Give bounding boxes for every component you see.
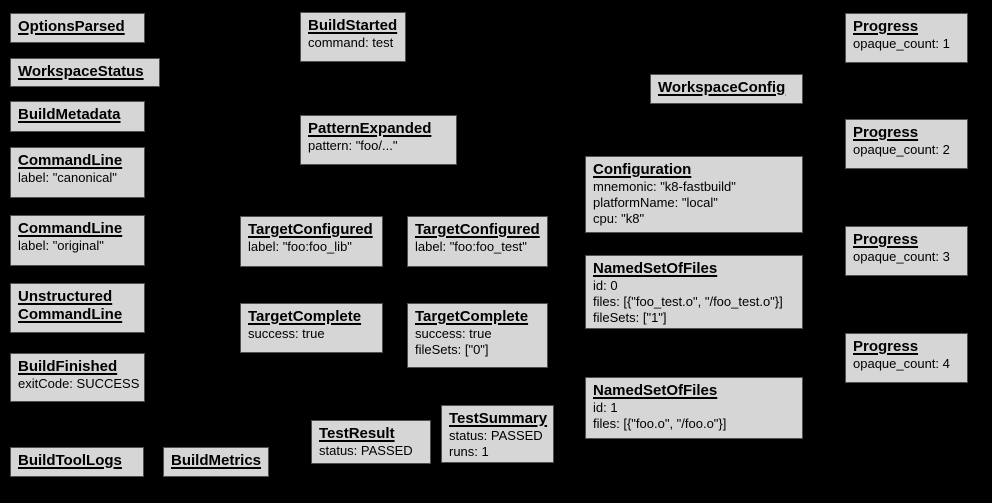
event-field: files: [{"foo_test.o", "/foo_test.o"}] [593, 294, 783, 309]
event-field: id: 0 [593, 278, 618, 293]
event-title: TestResult [319, 425, 395, 442]
event-title: TargetConfigured [248, 221, 373, 238]
event-field: success: true [248, 326, 325, 341]
event-title: BuildToolLogs [18, 452, 122, 469]
event-field: fileSets: ["1"] [593, 310, 667, 325]
event-field: success: true [415, 326, 492, 341]
event-field: mnemonic: "k8-fastbuild" [593, 179, 736, 194]
event-field: runs: 1 [449, 444, 489, 459]
event-field: platformName: "local" [593, 195, 718, 210]
event-field: label: "original" [18, 238, 104, 253]
event-build-metadata: BuildMetadata [10, 101, 145, 132]
event-workspace-config: WorkspaceConfig [650, 74, 803, 104]
event-field: opaque_count: 4 [853, 356, 950, 371]
event-title: CommandLine [18, 220, 123, 237]
event-title: BuildMetadata [18, 106, 121, 123]
event-field: fileSets: ["0"] [415, 342, 489, 357]
event-title: BuildFinished [18, 358, 118, 375]
event-title: TargetComplete [415, 308, 529, 325]
event-build-metrics: BuildMetrics [163, 447, 269, 477]
event-workspace-status: WorkspaceStatus [10, 58, 160, 87]
event-unstructured-command-line: Unstructured CommandLine [10, 283, 145, 333]
event-title: BuildMetrics [171, 452, 262, 469]
event-title: NamedSetOfFiles [593, 260, 718, 277]
event-title: Unstructured CommandLine [18, 288, 123, 323]
event-title: NamedSetOfFiles [593, 382, 718, 399]
event-field: label: "foo:foo_lib" [248, 239, 352, 254]
event-field: opaque_count: 3 [853, 249, 950, 264]
event-title: TargetComplete [248, 308, 362, 325]
event-field: id: 1 [593, 400, 618, 415]
event-field: opaque_count: 1 [853, 36, 950, 51]
event-title: TargetConfigured [415, 221, 540, 238]
event-title: PatternExpanded [308, 120, 432, 137]
event-title: CommandLine [18, 152, 123, 169]
event-title: TestSummary [449, 410, 548, 427]
event-title: BuildStarted [308, 17, 398, 34]
event-title: Configuration [593, 161, 692, 178]
event-title: WorkspaceStatus [18, 63, 144, 80]
event-field: label: "canonical" [18, 170, 117, 185]
event-field: pattern: "foo/..." [308, 138, 398, 153]
event-field: status: PASSED [319, 443, 413, 458]
event-field: exitCode: SUCCESS [18, 376, 140, 391]
event-field: command: test [308, 35, 394, 50]
event-title: Progress [853, 124, 919, 141]
event-field: cpu: "k8" [593, 211, 645, 226]
event-field: status: PASSED [449, 428, 543, 443]
event-title: Progress [853, 231, 919, 248]
event-field: files: [{"foo.o", "/foo.o"}] [593, 416, 727, 431]
event-options-parsed: OptionsParsed [10, 13, 145, 43]
event-build-tool-logs: BuildToolLogs [10, 447, 144, 477]
event-title: OptionsParsed [18, 18, 125, 35]
event-title: Progress [853, 338, 919, 355]
event-field: opaque_count: 2 [853, 142, 950, 157]
event-field: label: "foo:foo_test" [415, 239, 527, 254]
event-title: WorkspaceConfig [658, 79, 786, 96]
event-title: Progress [853, 18, 919, 35]
